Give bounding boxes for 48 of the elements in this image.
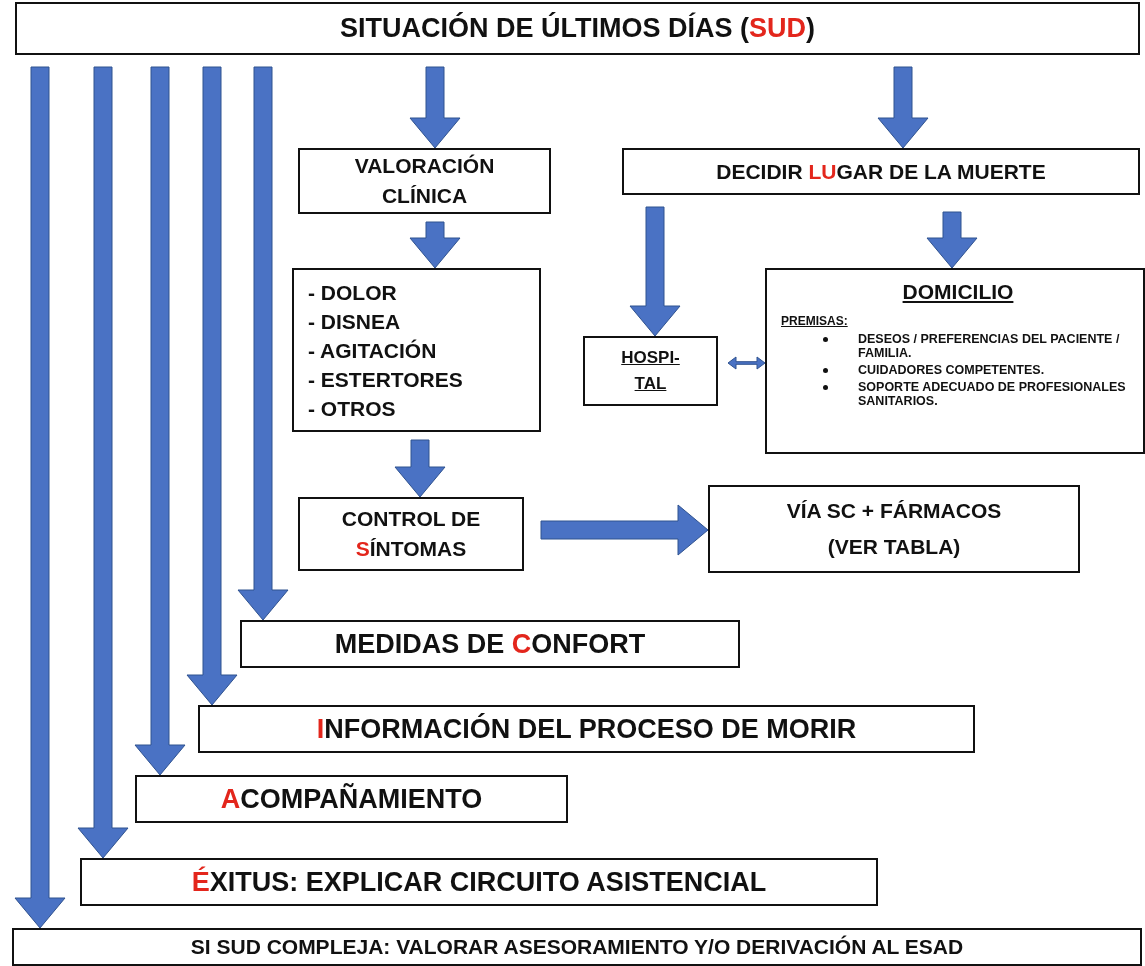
box-label: VALORACIÓN CLÍNICA [353, 153, 496, 209]
block-arrow [237, 66, 289, 621]
block-arrow [77, 66, 129, 859]
text-box [15, 2, 1140, 55]
box-label: - ESTERTORES [308, 366, 463, 393]
text-box [80, 858, 878, 906]
box-label: DECIDIR LUGAR DE LA MUERTE [716, 159, 1046, 184]
box-label: SITUACIÓN DE ÚLTIMOS DÍAS (SUD) [340, 13, 815, 44]
text-box [198, 705, 975, 753]
block-arrow [629, 206, 681, 337]
text-box [708, 485, 1080, 573]
bullet-text: SOPORTE ADECUADO DE PROFESIONALES SANITARIOS. [858, 380, 1127, 408]
box-label: (VER TABLA) [827, 535, 961, 559]
box-label: VÍA SC + FÁRMACOS [786, 499, 1002, 523]
bullet-text: CUIDADORES COMPETENTES. [858, 363, 1045, 377]
subheading: PREMISAS: [781, 314, 849, 328]
block-arrow [394, 439, 446, 498]
text-box [765, 268, 1145, 454]
block-arrow [877, 66, 929, 149]
box-label: - AGITACIÓN [308, 337, 437, 364]
box-label: INFORMACIÓN DEL PROCESO DE MORIR [316, 713, 857, 745]
block-arrow [134, 66, 186, 776]
double-arrow [727, 356, 766, 370]
box-label: MEDIDAS DE CONFORT [334, 628, 646, 660]
box-label: CONTROL DE SÍNTOMAS [340, 506, 482, 562]
block-arrow [540, 504, 709, 556]
heading: DOMICILIO [901, 280, 1015, 304]
block-arrow [186, 66, 238, 706]
text-box [298, 497, 524, 571]
text-box [583, 336, 718, 406]
box-label: - DISNEA [308, 308, 401, 335]
text-box [12, 928, 1142, 966]
box-label: - DOLOR [308, 279, 397, 306]
block-arrow [14, 66, 66, 929]
text-box [292, 268, 541, 432]
box-label: SI SUD COMPLEJA: VALORAR ASESORAMIENTO Y/O DERIVACIÓN AL ESAD [190, 935, 964, 959]
box-label: - OTROS [308, 395, 396, 422]
box-label: ACOMPAÑAMIENTO [220, 783, 483, 815]
text-box [298, 148, 551, 214]
text-box [622, 148, 1140, 195]
bullet-text: DESEOS / PREFERENCIAS DEL PACIENTE / FAMILIA. [858, 332, 1121, 360]
block-arrow [926, 211, 978, 269]
text-box [240, 620, 740, 668]
block-arrow [409, 66, 461, 149]
box-label: ÉXITUS: EXPLICAR CIRCUITO ASISTENCIAL [191, 866, 767, 898]
box-label: HOSPI- TAL [620, 347, 681, 395]
block-arrow [409, 221, 461, 269]
text-box [135, 775, 568, 823]
